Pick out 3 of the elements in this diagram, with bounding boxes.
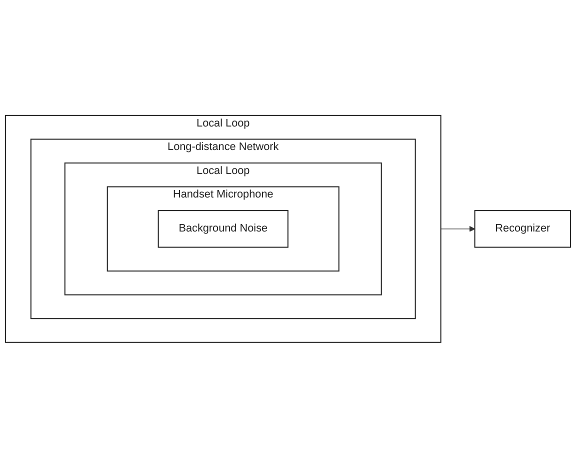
node-box: Background Noise <box>158 210 288 248</box>
node-box: Recognizer <box>474 210 572 248</box>
arrow <box>440 226 476 232</box>
